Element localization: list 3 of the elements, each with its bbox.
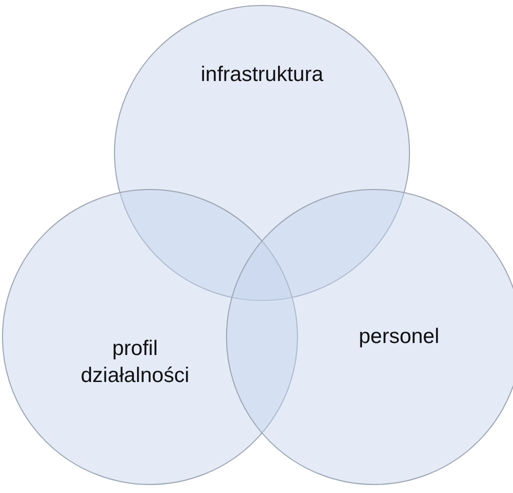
circle-label: personel bbox=[358, 324, 440, 350]
circle-label: infrastruktura bbox=[200, 62, 324, 88]
circle-label: profil działalności bbox=[80, 336, 190, 389]
